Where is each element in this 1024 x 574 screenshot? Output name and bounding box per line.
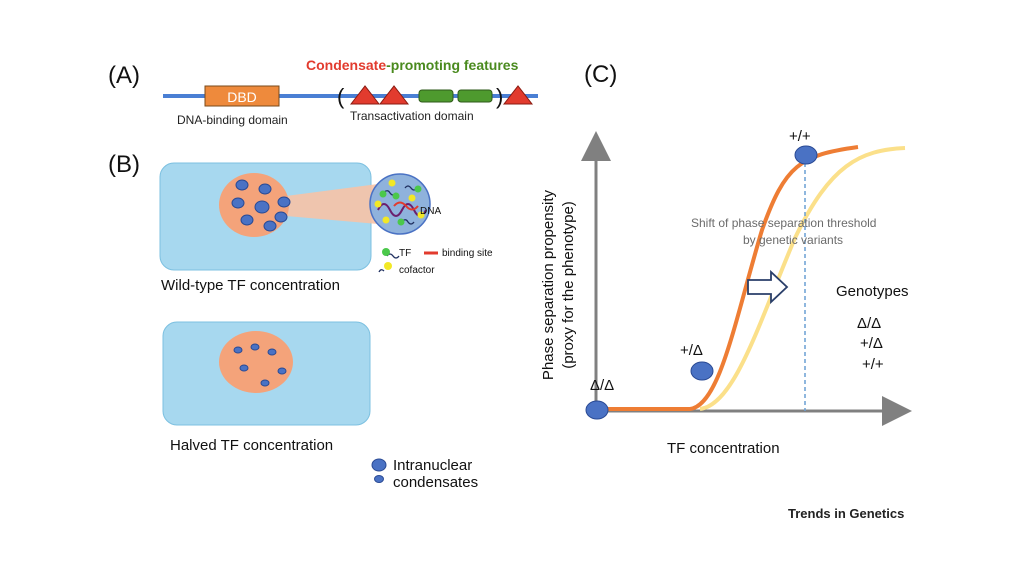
transactivation-bar: [457, 89, 493, 103]
panel-b: (B): [108, 151, 493, 491]
header-condensate-word: Condensate: [306, 57, 386, 73]
halved-caption: Halved TF concentration: [170, 437, 333, 454]
marker-delta-delta: [585, 400, 609, 420]
panel-a-header: Condensate-promoting features: [306, 57, 519, 73]
marker-plus-delta: [690, 361, 714, 381]
tad-caption: Transactivation domain: [350, 109, 474, 123]
marker-plus-plus: [794, 145, 818, 165]
label-plus-plus: +/+: [789, 128, 811, 145]
condensate: [258, 183, 272, 195]
condensate-small: [260, 379, 270, 387]
legend-line2: condensates: [393, 474, 478, 491]
inset-dna-label: DNA: [420, 206, 441, 217]
halved-nucleus: [219, 331, 293, 393]
dna-binding-site: [393, 201, 419, 211]
panel-a: (A) Condensate-promoting features DBD DN…: [108, 57, 538, 127]
dbd-caption: DNA-binding domain: [177, 113, 288, 127]
panel-c-label: (C): [584, 61, 617, 88]
transactivation-bar: [418, 89, 454, 103]
cofactor-key-icon: [384, 262, 392, 270]
y-label-line2: (proxy for the phenotype): [560, 201, 577, 369]
cofactor-dot: [417, 211, 425, 219]
condensate-small: [267, 348, 277, 356]
condensate: [277, 196, 291, 208]
inset-tf-molecules: [374, 179, 425, 226]
condensate: [235, 179, 249, 191]
tf-dot: [392, 192, 400, 200]
shifted-threshold-curve: [699, 146, 906, 411]
tf-key-icon: [382, 248, 390, 256]
condensate: [274, 211, 288, 223]
cofactor-dot: [382, 216, 390, 224]
key-cofactor-label: cofactor: [399, 265, 435, 276]
genotypes-title: Genotypes: [836, 283, 909, 300]
cofactor-dot: [388, 179, 396, 187]
shift-arrow-icon: [747, 269, 789, 305]
cofactor-key-tail: [378, 269, 385, 273]
wt-condensates: [231, 179, 291, 232]
genotype-delta-delta: Δ/Δ: [857, 315, 881, 332]
cofactor-dot: [408, 194, 416, 202]
dbd-label: DBD: [227, 89, 257, 105]
tf-dot: [379, 190, 387, 198]
inset-key: TF binding site cofactor: [378, 248, 493, 276]
panel-a-label: (A): [108, 62, 140, 89]
condensate-small: [233, 346, 243, 354]
cofactor-dot: [374, 200, 382, 208]
condensate-small: [277, 367, 287, 375]
dbd-box: [204, 85, 280, 107]
legend-large-condensate-icon: [371, 458, 387, 472]
x-axis-label: TF concentration: [667, 440, 780, 457]
shift-annotation-line2: by genetic variants: [743, 233, 843, 247]
condensate: [231, 197, 245, 209]
tf-dot: [414, 185, 422, 193]
shift-annotation-line1: Shift of phase separation threshold: [691, 216, 876, 230]
zoom-wedge: [286, 184, 378, 224]
legend-line1: Intranuclear: [393, 457, 472, 474]
wt-nucleus: [219, 173, 289, 237]
key-binding-label: binding site: [442, 248, 493, 259]
condensate-triangle: [378, 85, 410, 105]
open-paren: (: [337, 84, 345, 109]
condensate-small: [239, 364, 249, 372]
wild-type-curve: [596, 145, 859, 411]
header-promoting-features: -promoting features: [386, 57, 518, 73]
condensate-triangle: [349, 85, 381, 105]
panel-c: (C) Phase separation propensity (proxy f…: [540, 61, 912, 457]
panel-b-label: (B): [108, 151, 140, 178]
condensate-triangle: [502, 85, 534, 105]
label-plus-delta: +/Δ: [680, 342, 703, 359]
condensate: [263, 220, 277, 232]
y-axis-label: Phase separation propensity (proxy for t…: [540, 189, 577, 380]
label-delta-delta: Δ/Δ: [590, 377, 614, 394]
tf-dot: [397, 218, 405, 226]
wt-caption: Wild-type TF concentration: [161, 277, 340, 294]
key-tf-label: TF: [399, 248, 411, 259]
genotype-plus-delta: +/Δ: [860, 335, 883, 352]
condensate: [240, 214, 254, 226]
halved-condensates: [233, 343, 287, 387]
legend-small-condensate-icon: [374, 475, 384, 483]
y-label-line1: Phase separation propensity: [540, 189, 557, 380]
journal-footer: Trends in Genetics: [788, 506, 904, 521]
tf-tail: [401, 219, 415, 225]
condensate: [254, 200, 270, 214]
genotype-plus-plus: +/+: [862, 356, 884, 373]
dna-strand: [377, 203, 427, 217]
condensate-small: [250, 343, 260, 351]
close-paren: ): [496, 84, 503, 109]
condensate-inset: DNA: [369, 173, 441, 235]
